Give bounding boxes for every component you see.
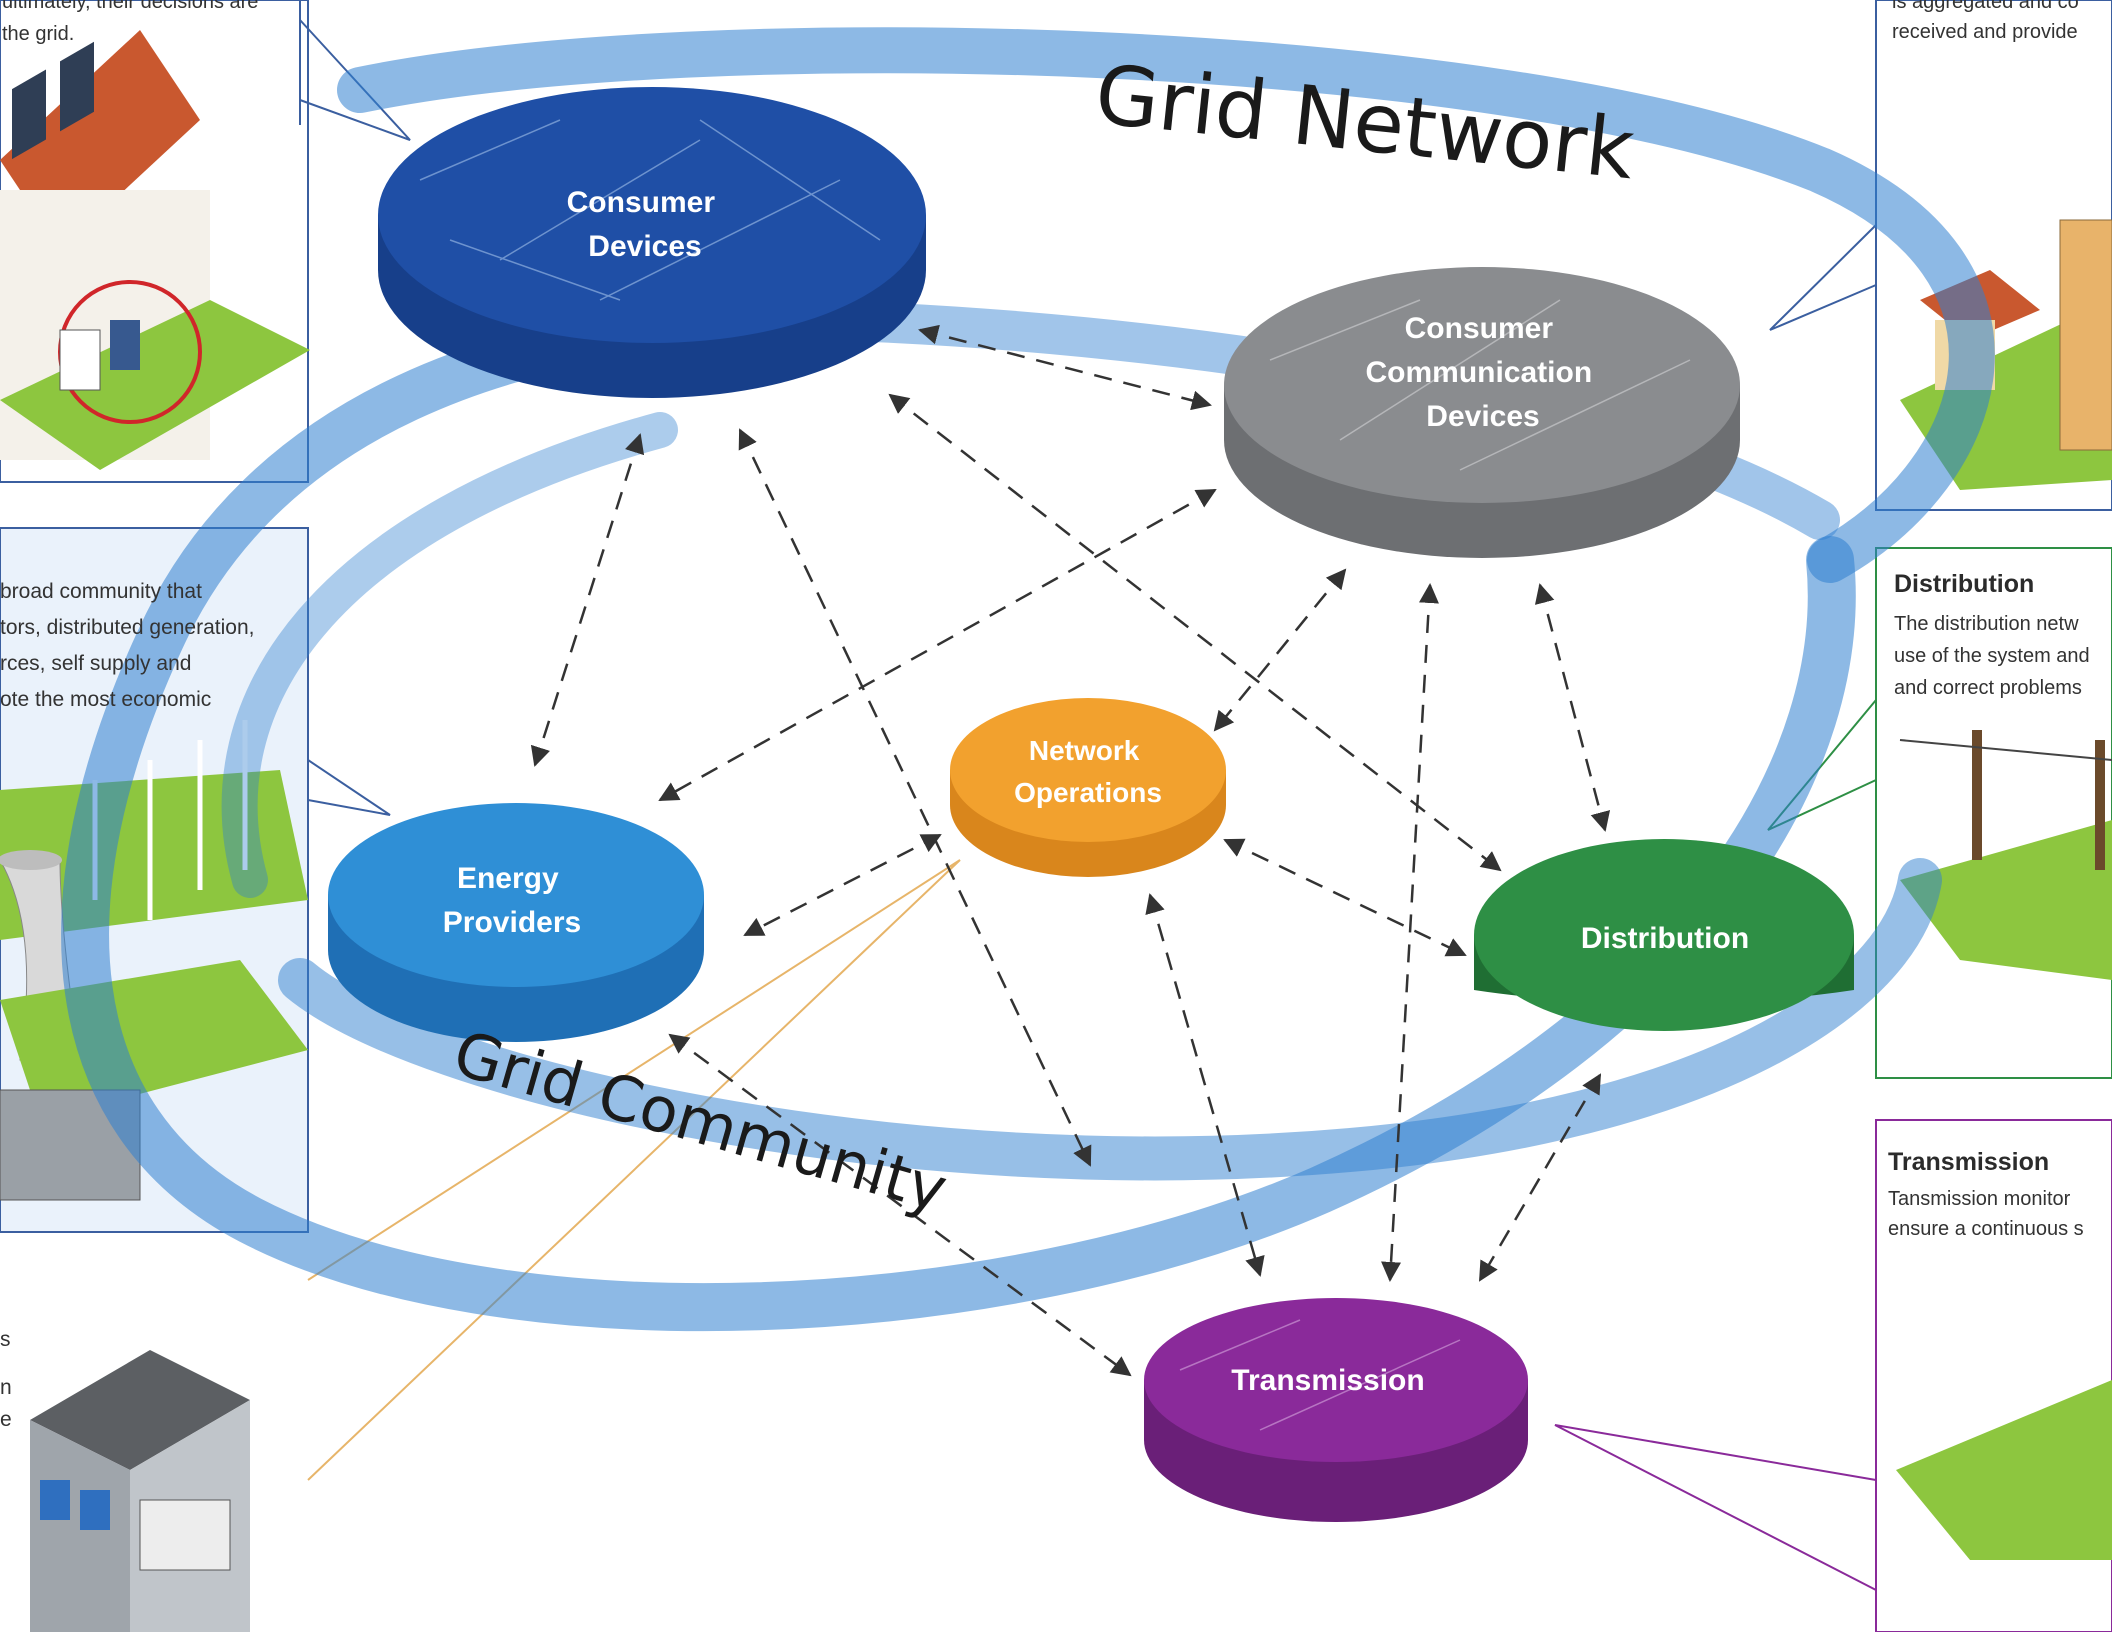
node-transmission: Transmission [1144,1298,1528,1522]
svg-text:s n e: s n e [0,1328,18,1431]
callout-mid-left: broad community that tors, distributed g… [0,580,260,711]
distribution-label: Distribution [1581,922,1749,955]
callout-lower-left-line1: s [0,1328,11,1351]
callout-lower-left: s n e [0,1328,18,1431]
node-energy-providers: Energy Providers [328,803,704,1042]
energy-providers-line2: Providers [443,906,581,939]
connector-arrows [530,324,1611,1377]
transmission-label: Transmission [1231,1364,1424,1397]
svg-text:broad community that tor: broad community that tors, distributed g… [0,580,260,711]
callout-mid-left-line1: broad community that [0,580,202,603]
svg-text:The distribution netw us: The distribution netw use of the system … [1894,613,2095,699]
callout-top-right: is aggregated and co received and provid… [1892,0,2084,43]
callout-mid-left-line4: ote the most economic [0,688,211,711]
consumer-comm-line1: Consumer [1405,312,1554,345]
right-callout-panels [1554,0,2112,1632]
callout-distribution-line2: use of the system and [1894,645,2090,667]
svg-text:Energy Providers: Energy Providers [443,862,581,939]
callout-top-left-line2: the grid. [2,23,74,45]
grid-rings [61,27,1995,1332]
consumer-comm-line3: Devices [1426,400,1539,433]
callout-top-left-line1: ultimately, their decisions are [2,0,258,13]
energy-providers-line1: Energy [457,862,559,895]
svg-text:Network Operations: Network Operations [1014,735,1162,808]
network-operations-line2: Operations [1014,777,1162,808]
callout-lower-left-line3: e [0,1408,12,1431]
consumer-devices-line2: Devices [588,230,701,263]
callout-top-left: ultimately, their decisions are the grid… [2,0,264,45]
svg-text:Tansmission monitor ensu: Tansmission monitor ensure a continuous … [1888,1188,2084,1240]
node-consumer-communication-devices: Consumer Communication Devices [1224,267,1740,558]
node-network-operations: Network Operations [950,698,1226,877]
callout-distribution: Distribution The distribution netw use o… [1894,570,2095,699]
house-illustration [0,30,310,470]
callout-distribution-line1: The distribution netw [1894,613,2079,635]
callout-mid-left-line2: tors, distributed generation, [0,616,254,639]
node-distribution: Distribution [1474,839,1854,1031]
callout-lower-left-line2: n [0,1376,12,1399]
svg-text:Consumer Communication: Consumer Communication Devices [1365,312,1600,433]
network-operations-line1: Network [1029,735,1140,766]
consumer-comm-line2: Communication [1365,356,1592,389]
callout-top-right-line2: received and provide [1892,21,2078,43]
node-consumer-devices: Consumer Devices [378,87,926,398]
callout-transmission: Transmission Tansmission monitor ensure … [1888,1148,2084,1240]
svg-text:Consumer Devices: Consumer Devices [567,186,724,263]
callout-distribution-title: Distribution [1894,570,2034,598]
callout-distribution-line3: and correct problems [1894,677,2082,699]
building-illustration [30,1350,250,1632]
callout-transmission-line1: Tansmission monitor [1888,1188,2071,1210]
callout-mid-left-line3: rces, self supply and [0,652,191,675]
callout-transmission-line2: ensure a continuous s [1888,1218,2084,1240]
callout-transmission-title: Transmission [1888,1148,2049,1176]
svg-text:is aggregated and co rec: is aggregated and co received and provid… [1892,0,2084,43]
callout-top-right-line1: is aggregated and co [1892,0,2079,13]
svg-text:ultimately, their decisions ar: ultimately, their decisions are the grid… [2,0,264,45]
consumer-devices-line1: Consumer [567,186,716,219]
